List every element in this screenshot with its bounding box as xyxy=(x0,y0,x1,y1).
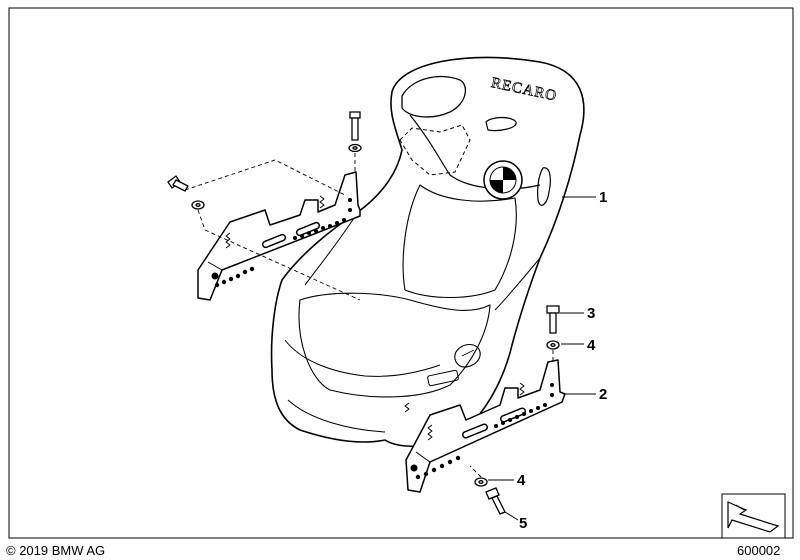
callout-leaders xyxy=(488,196,596,521)
headrest-opening xyxy=(401,75,467,118)
bmw-roundel-logo xyxy=(483,160,523,200)
left-mount-fasteners xyxy=(167,111,362,301)
diagram-frame xyxy=(8,7,794,539)
orientation-arrow-icon xyxy=(721,493,786,539)
right-mount-fasteners xyxy=(469,305,560,515)
copyright-text: © 2019 BMW AG xyxy=(6,543,106,558)
belt-slot xyxy=(485,116,517,132)
callout-4-upper: 4 xyxy=(587,337,596,354)
seat-brand-text: RECARO xyxy=(490,75,559,105)
seat-side-mount-right xyxy=(404,359,566,493)
callout-5: 5 xyxy=(519,515,528,532)
seat-shell xyxy=(270,56,585,448)
seat-side-mount-left xyxy=(197,171,361,301)
callout-2: 2 xyxy=(599,386,608,403)
callout-4-lower: 4 xyxy=(517,472,526,489)
callout-1: 1 xyxy=(599,189,608,206)
callout-3: 3 xyxy=(587,305,596,322)
diagram-number: 600002 xyxy=(737,543,781,558)
